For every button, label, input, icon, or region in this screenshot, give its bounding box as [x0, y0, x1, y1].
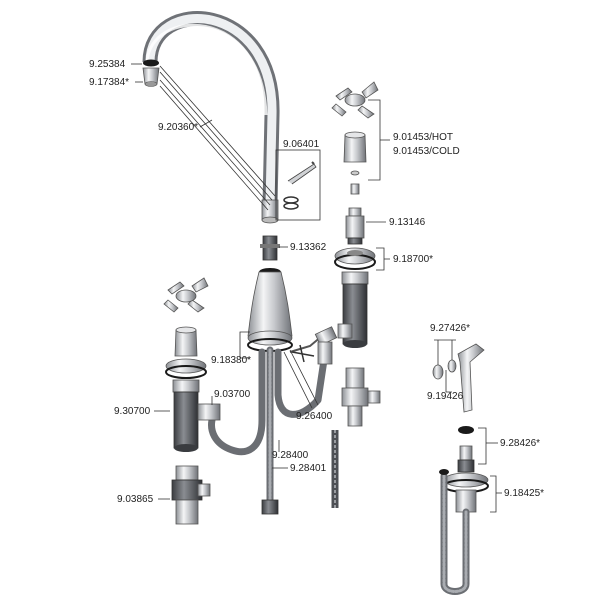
label-valve-left: 9.30700 [114, 406, 151, 417]
callout-stop-valve: 9.03865 [117, 494, 170, 505]
callout-spout-kit: 9.20360* [158, 119, 213, 133]
callout-handle: 9.01453/HOT 9.01453/COLD [368, 99, 460, 181]
callout-tee: 9.03700 [211, 389, 251, 405]
label-wrench: 9.06401 [283, 139, 320, 150]
callout-spout-aerator: 9.17384* [89, 77, 143, 88]
stop-valve [171, 465, 211, 525]
callout-spray-head: 9.27426* [430, 323, 470, 365]
label-spout-base: 9.18380* [211, 355, 251, 366]
label-spout-aerator: 9.17384* [89, 77, 129, 88]
label-tee: 9.03700 [214, 389, 251, 400]
label-handle-cold: 9.01453/COLD [393, 146, 460, 157]
hose-icon [208, 346, 339, 515]
allen-wrench-icon [275, 149, 321, 221]
label-spray-hose: 9.28426* [500, 438, 540, 449]
label-flange-right: 9.18700* [393, 254, 433, 265]
spout-connector [260, 235, 280, 261]
left-valve-body [165, 326, 221, 452]
spout-kit-leaders [159, 65, 276, 211]
handle-insert [343, 131, 367, 195]
label-cartridge: 9.13146 [389, 217, 426, 228]
callout-spout-connector: 9.13362 [279, 242, 327, 253]
label-spray-head: 9.27426* [430, 323, 470, 334]
spout-base [247, 268, 293, 352]
callout-spout-oring: 9.25384 [89, 59, 142, 70]
link-fittings [289, 326, 338, 365]
callout-valve-left: 9.30700 [114, 406, 170, 417]
cross-handle-icon [331, 81, 379, 119]
label-spout-kit: 9.20360* [158, 122, 198, 133]
right-valve-body [337, 271, 369, 348]
callout-spray-hose: 9.28426* [478, 427, 540, 465]
label-spout-oring: 9.25384 [89, 59, 126, 70]
faucet-spout-icon [142, 11, 280, 224]
label-handle-hot: 9.01453/HOT [393, 132, 453, 143]
tee-fitting-right [341, 367, 381, 427]
callout-hose-supply: 9.28401 [272, 463, 327, 474]
spout-aerator [142, 59, 160, 87]
callout-spray-base: 9.18425* [490, 475, 544, 513]
callout-hose-link: 9.26400 [283, 349, 333, 422]
label-stop-valve: 9.03865 [117, 494, 154, 505]
label-spray-washer: 9.19426 [427, 391, 464, 402]
callout-cartridge: 9.13146 [366, 217, 426, 228]
callout-spout-base: 9.18380* [211, 331, 251, 366]
label-hose-link: 9.26400 [296, 411, 333, 422]
cartridge [345, 207, 365, 245]
label-hose-supply: 9.28401 [290, 463, 327, 474]
spray-hose-assembly [439, 426, 489, 595]
label-spray-base: 9.18425* [504, 488, 544, 499]
spray-head-icon [432, 343, 485, 413]
callout-wrench: 9.06401 [283, 139, 320, 150]
callout-hose-main: 9.28400 [272, 440, 309, 461]
right-flange [334, 247, 376, 270]
label-hose-main: 9.28400 [272, 450, 309, 461]
callout-spray-washer: 9.19426 [427, 370, 464, 402]
label-spout-connector: 9.13362 [290, 242, 327, 253]
cross-handle-icon [163, 277, 209, 313]
callout-flange-right: 9.18700* [376, 247, 433, 271]
